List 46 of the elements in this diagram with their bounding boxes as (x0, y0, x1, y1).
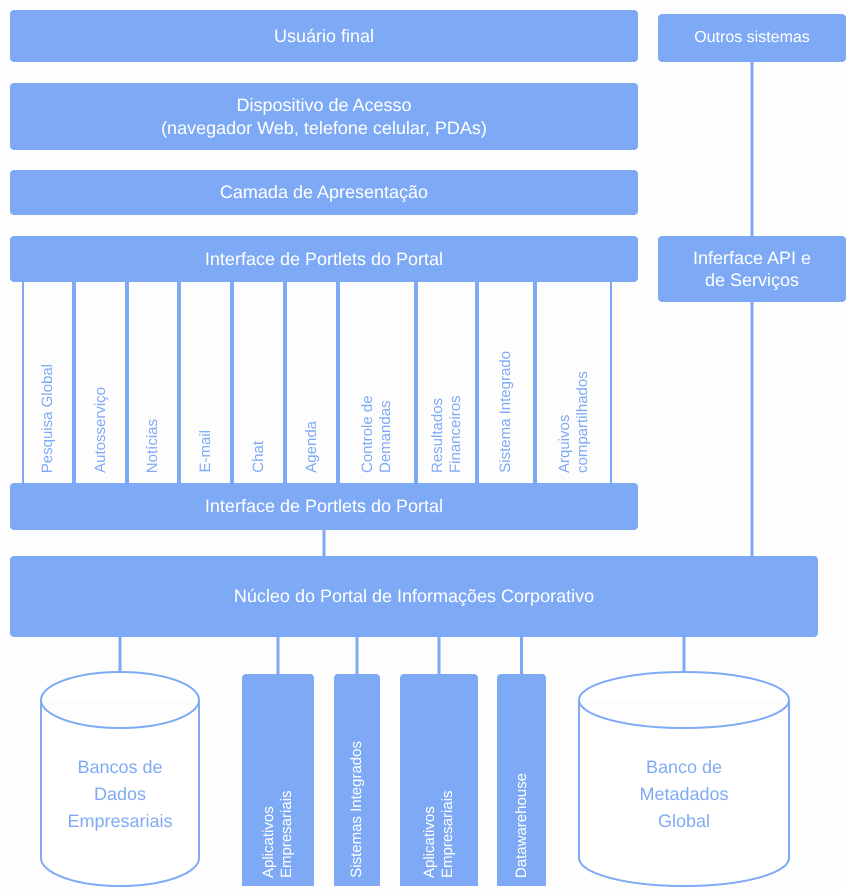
system-label: Datawarehouse (512, 772, 530, 878)
database-label: Banco de Metadados Global (638, 756, 730, 832)
connector-line (322, 530, 326, 556)
layer-label: Núcleo do Portal de Informações Corporativo (234, 585, 594, 608)
system-label: Aplicativos Empresariais (260, 789, 296, 878)
connector-line (276, 637, 280, 674)
portlet-label: Notícias (144, 418, 162, 473)
layer-label: Outros sistemas (694, 28, 810, 48)
portlet-label: Pesquisa Global (39, 364, 57, 473)
layer-label: Dispositivo de Acesso (236, 94, 412, 116)
portlet-label: Chat (250, 441, 268, 473)
portlet-label: Autosserviço (92, 387, 110, 473)
portlet-label: E-mail (196, 430, 214, 473)
portlet-label: Resultados Financeiros (428, 394, 464, 473)
portlet-label: Controle de Demandas (359, 394, 395, 473)
layer-label: (navegador Web, telefone celular, PDAs) (161, 116, 487, 139)
connector-line (750, 62, 754, 236)
connector-line (750, 302, 754, 556)
portlet-label: Agenda (302, 421, 320, 473)
layer-bar (658, 14, 846, 62)
layer-bar (10, 170, 638, 215)
layer-bar (10, 556, 818, 637)
layer-bar (10, 83, 638, 150)
system-bar (242, 674, 314, 886)
connector-line (520, 637, 523, 674)
layer-label: Interface de Portlets do Portal (204, 495, 444, 518)
connector-line (118, 637, 122, 672)
database-label: Bancos de Dados Empresariais (66, 756, 174, 833)
system-bar (497, 674, 546, 886)
connector-line (356, 637, 358, 674)
system-bar (400, 674, 478, 886)
layer-bar (658, 236, 846, 302)
layer-label: Camada de Apresentação (220, 181, 428, 204)
layer-bar (10, 483, 638, 530)
system-bar (334, 674, 380, 886)
layer-label: Inferface API e de Serviços (692, 246, 812, 292)
system-label: Aplicativos Empresariais (421, 789, 457, 878)
layer-label: Interface de Portlets do Portal (204, 248, 444, 270)
connector-line (682, 637, 686, 672)
layer-label: Usuário final (274, 24, 374, 48)
portlet-label: Arquivos compartilhados (556, 370, 592, 473)
connector-line (438, 637, 440, 674)
system-label: Sistemas Integrados (348, 741, 366, 878)
portlet-label: Sistema Integrado (497, 351, 515, 473)
layer-bar (10, 10, 638, 62)
layer-bar (10, 236, 638, 282)
